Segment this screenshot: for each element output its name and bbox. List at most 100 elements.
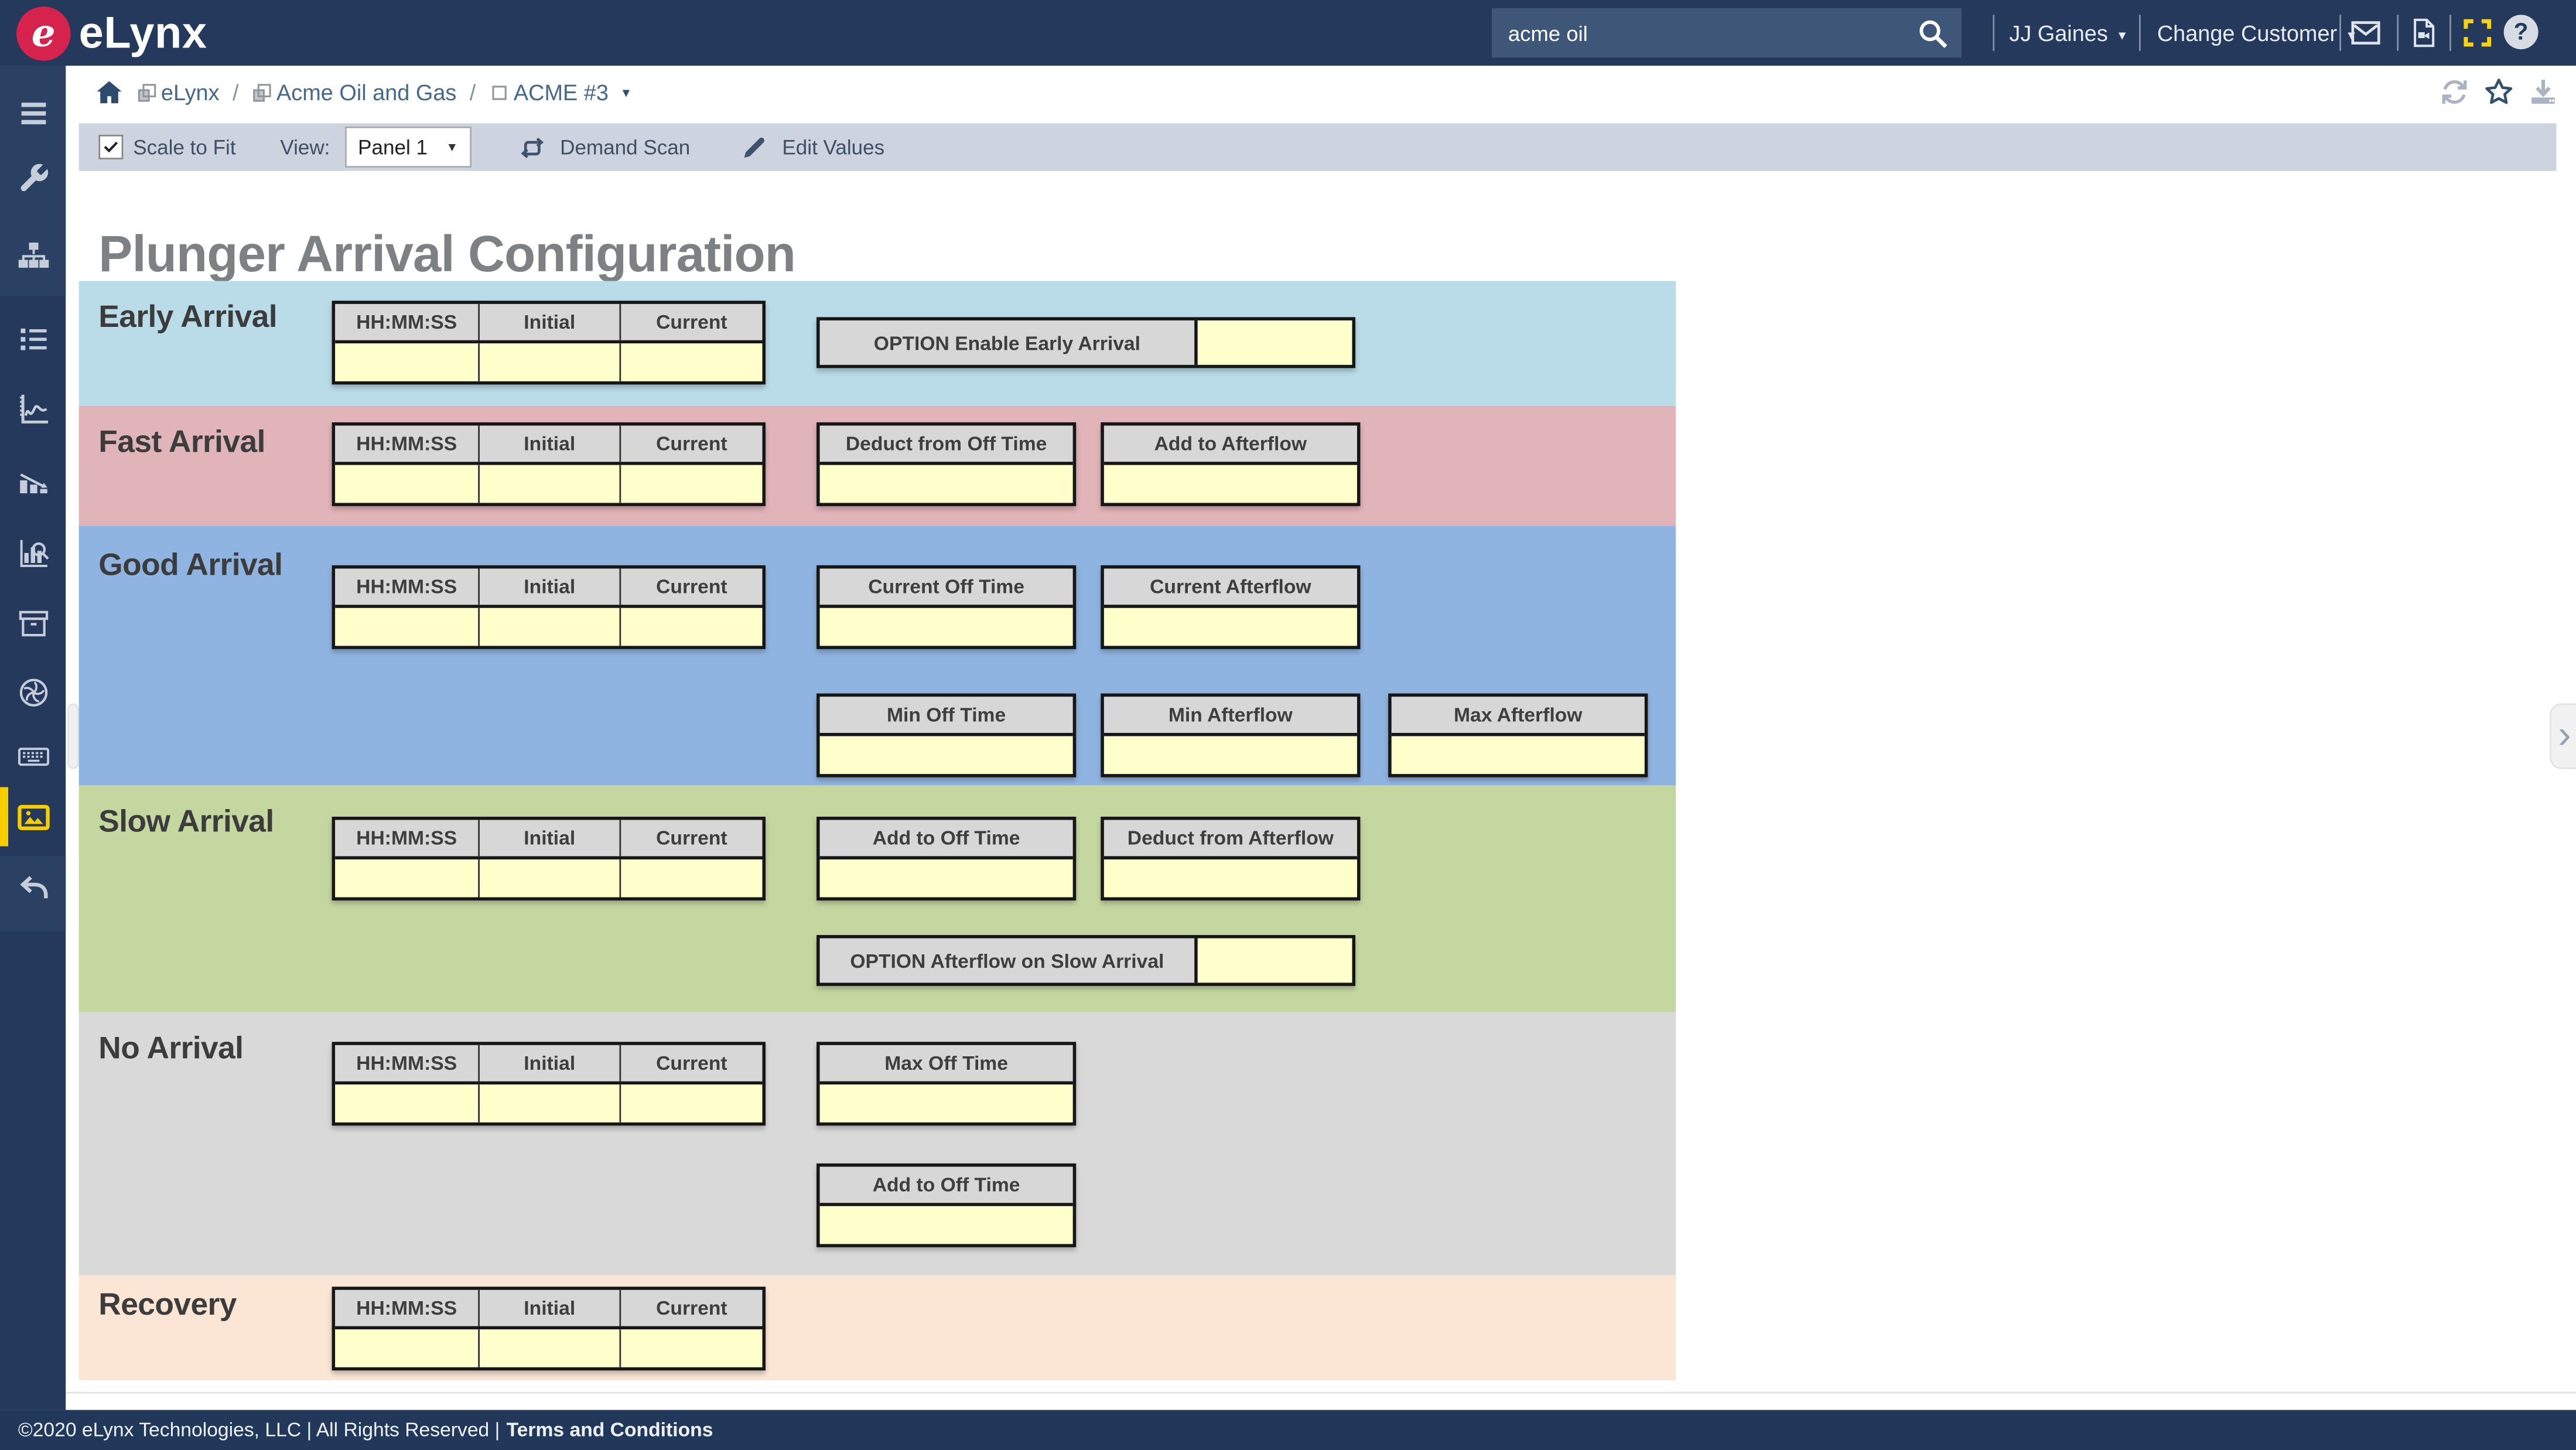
column-header: Current [619,568,763,605]
value-cell[interactable] [619,608,763,646]
active-item-indicator [0,787,9,847]
value-cell[interactable] [478,1084,620,1123]
param-box-current-off-time: Current Off Time [816,565,1077,649]
column-header: Current [619,303,763,340]
value-cell[interactable] [1103,859,1357,898]
wrench-icon [16,160,50,195]
view-select-value: Panel 1 [358,135,428,159]
value-cell[interactable] [1197,938,1352,983]
demand-scan-button[interactable]: Demand Scan [560,135,691,159]
param-box-label: Current Off Time [819,568,1073,608]
edit-values-icon[interactable] [739,132,768,162]
favorite-star-icon[interactable] [2482,76,2515,108]
section-label: Good Arrival [98,548,283,584]
search-input[interactable] [1491,21,1916,46]
sidebar-item-undo[interactable] [0,858,66,917]
topbar-divider [2138,15,2141,51]
value-cell[interactable] [335,859,479,898]
value-cell[interactable] [335,1329,479,1367]
sidebar-item-keyboard[interactable] [0,726,66,786]
breadcrumb-label: Acme Oil and Gas [276,80,457,105]
column-header: Initial [478,425,620,462]
value-cell[interactable] [335,608,479,646]
value-cell[interactable] [478,1329,620,1367]
sidebar-item-chart-search[interactable] [0,523,66,582]
value-cell[interactable] [335,465,479,503]
sidebar-item-fan[interactable] [0,662,66,721]
change-customer-button[interactable]: Change Customer ▼ [2157,0,2358,66]
value-cell[interactable] [478,343,620,381]
column-header: HH:MM:SS [335,303,479,340]
scroll-left-button[interactable] [67,703,79,769]
section-label: Early Arrival [98,301,278,336]
value-cell[interactable] [1197,320,1352,365]
user-menu[interactable]: JJ Gaines ▼ [2009,0,2128,66]
value-cell[interactable] [619,1084,763,1123]
topbar-divider [2397,15,2399,51]
value-cell[interactable] [335,343,479,381]
menu-icon [16,96,50,131]
value-cell[interactable] [1391,736,1645,775]
value-cell[interactable] [1103,608,1357,646]
value-cell[interactable] [478,608,620,646]
value-cell[interactable] [478,465,620,503]
demand-scan-icon[interactable] [517,132,546,162]
sidebar-item-sitemap[interactable] [0,225,66,284]
breadcrumb-item-acme-3[interactable]: ACME #3 [489,80,609,104]
breadcrumb-label: eLynx [160,80,220,105]
column-header: Initial [478,1289,620,1326]
sidebar-item-chart-down[interactable] [0,453,66,513]
chart-search-icon [16,535,50,569]
home-icon[interactable] [94,76,125,107]
mail-icon[interactable] [2348,16,2384,49]
value-cell[interactable] [1103,465,1357,503]
value-cell[interactable] [619,1329,763,1367]
list-icon [16,321,50,356]
chevron-down-icon[interactable]: ▼ [620,84,633,100]
breadcrumb-item-elynx[interactable]: eLynx [136,80,220,104]
value-cell[interactable] [619,859,763,898]
scroll-right-button[interactable]: › [2550,703,2576,769]
sidebar-item-chart-line[interactable] [0,378,66,437]
param-box-max-off-time: Max Off Time [816,1042,1077,1126]
sidebar-item-wrench[interactable] [0,148,66,207]
edit-values-button[interactable]: Edit Values [782,135,885,159]
elynx-logo-mark-icon: e [16,5,71,60]
sidebar-item-menu[interactable] [0,84,66,143]
section-label: No Arrival [98,1032,244,1067]
value-cell[interactable] [619,465,763,503]
help-icon[interactable]: ? [2503,15,2539,50]
value-cell[interactable] [478,859,620,898]
view-select[interactable]: Panel 1 ▼ [344,126,472,168]
value-cell[interactable] [819,465,1073,503]
value-cell[interactable] [819,1084,1073,1123]
fullscreen-icon[interactable] [2461,16,2494,49]
sidebar-item-list[interactable] [0,309,66,368]
value-cell[interactable] [819,608,1073,646]
refresh-icon[interactable] [2438,76,2471,108]
view-label: View: [280,135,330,159]
value-cell[interactable] [819,859,1073,898]
sidebar-item-image[interactable] [0,787,66,847]
value-cell[interactable] [1103,736,1357,775]
sidebar-item-archive[interactable] [0,593,66,653]
breadcrumb-separator: / [232,80,239,105]
search-icon[interactable] [1916,16,1950,50]
elynx-logo[interactable]: e eLynx [16,5,207,60]
scale-to-fit-checkbox[interactable] [98,135,124,160]
value-cell[interactable] [619,343,763,381]
terms-and-conditions-link[interactable]: Terms and Conditions [506,1418,713,1441]
breadcrumb-item-acme-oil-and-gas[interactable]: Acme Oil and Gas [252,80,456,104]
document-icon[interactable] [2408,15,2440,51]
sitemap-icon [16,237,50,272]
undo-icon [16,870,50,905]
value-cell[interactable] [335,1084,479,1123]
download-icon[interactable] [2527,76,2560,108]
value-cell[interactable] [819,736,1073,775]
option-label: OPTION Afterflow on Slow Arrival [819,938,1198,983]
column-header: Current [619,820,763,857]
value-cell[interactable] [819,1206,1073,1244]
